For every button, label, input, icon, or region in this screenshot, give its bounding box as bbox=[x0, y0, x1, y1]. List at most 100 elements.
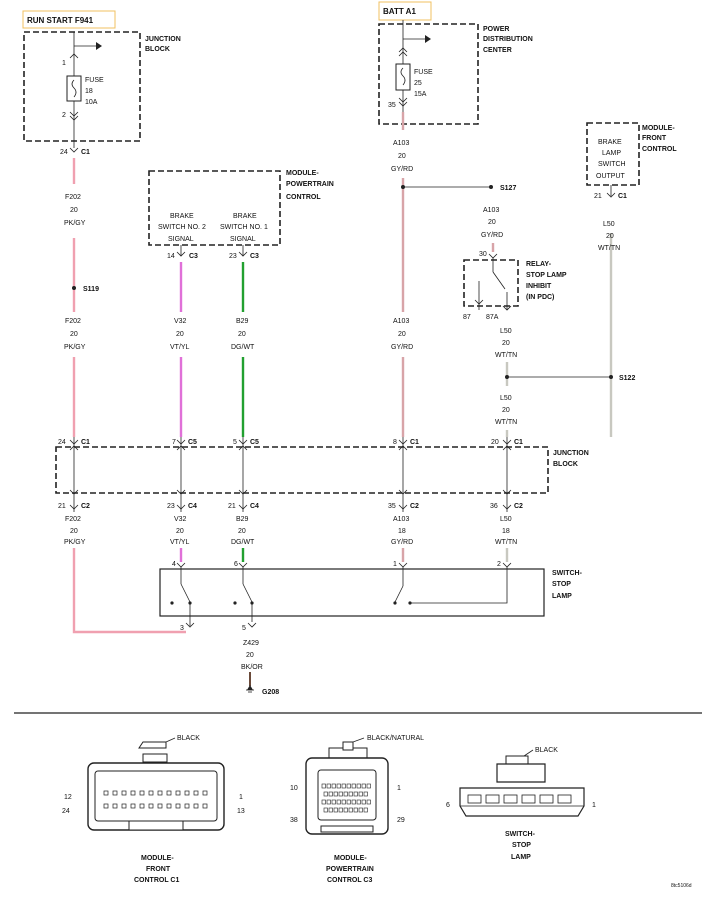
svg-text:24: 24 bbox=[60, 149, 68, 156]
svg-text:C5: C5 bbox=[250, 439, 259, 446]
svg-text:20: 20 bbox=[70, 331, 78, 338]
svg-text:LAMP: LAMP bbox=[511, 854, 531, 861]
svg-text:MODULE-: MODULE- bbox=[334, 855, 367, 862]
svg-text:2: 2 bbox=[62, 112, 66, 119]
svg-text:SWITCH NO. 1: SWITCH NO. 1 bbox=[220, 224, 268, 231]
relay-stop-lamp-inhibit: RELAY- STOP LAMP INHIBIT (IN PDC) 30 87 … bbox=[463, 251, 567, 321]
svg-text:PK/GY: PK/GY bbox=[64, 344, 86, 351]
wire-label-l50-a: L50 20 WT/TN bbox=[598, 221, 620, 252]
svg-text:23: 23 bbox=[229, 253, 237, 260]
svg-text:38: 38 bbox=[290, 817, 298, 824]
svg-text:PK/GY: PK/GY bbox=[64, 220, 86, 227]
svg-text:FRONT: FRONT bbox=[146, 866, 171, 873]
svg-text:WT/TN: WT/TN bbox=[495, 539, 517, 546]
svg-text:CENTER: CENTER bbox=[483, 47, 512, 54]
svg-text:30: 30 bbox=[479, 251, 487, 258]
svg-text:87: 87 bbox=[463, 314, 471, 321]
svg-text:BRAKE: BRAKE bbox=[598, 139, 622, 146]
svg-text:24: 24 bbox=[62, 808, 70, 815]
svg-text:VT/YL: VT/YL bbox=[170, 539, 190, 546]
arrow-icon bbox=[96, 42, 102, 50]
source-run-start: RUN START F941 bbox=[22, 10, 116, 29]
wire-label-v32-b: V32 20 VT/YL bbox=[170, 516, 190, 546]
wire-label-b29-a: B29 20 DG/WT bbox=[231, 318, 255, 351]
svg-text:20: 20 bbox=[238, 528, 246, 535]
svg-text:GY/RD: GY/RD bbox=[391, 539, 413, 546]
svg-text:1: 1 bbox=[393, 561, 397, 568]
svg-text:20: 20 bbox=[606, 233, 614, 240]
wire-label-l50-d: L50 18 WT/TN bbox=[495, 516, 517, 546]
svg-text:CONTROL C3: CONTROL C3 bbox=[327, 877, 372, 884]
svg-text:1: 1 bbox=[397, 785, 401, 792]
svg-text:15A: 15A bbox=[414, 91, 427, 98]
splice-s119: S119 bbox=[72, 286, 99, 293]
svg-text:WT/TN: WT/TN bbox=[495, 352, 517, 359]
wire-label-f202-c: F202 20 PK/GY bbox=[64, 516, 86, 546]
svg-text:S127: S127 bbox=[500, 185, 516, 192]
svg-text:F202: F202 bbox=[65, 318, 81, 325]
svg-text:V32: V32 bbox=[174, 318, 187, 325]
svg-text:B29: B29 bbox=[236, 318, 249, 325]
svg-text:LAMP: LAMP bbox=[552, 593, 572, 600]
svg-text:21: 21 bbox=[58, 503, 66, 510]
svg-text:PK/GY: PK/GY bbox=[64, 539, 86, 546]
svg-text:20: 20 bbox=[398, 331, 406, 338]
svg-text:B29: B29 bbox=[236, 516, 249, 523]
svg-text:BRAKE: BRAKE bbox=[170, 213, 194, 220]
svg-text:BK/OR: BK/OR bbox=[241, 664, 263, 671]
svg-text:F202: F202 bbox=[65, 516, 81, 523]
svg-text:VT/YL: VT/YL bbox=[170, 344, 190, 351]
svg-text:BLACK/NATURAL: BLACK/NATURAL bbox=[367, 735, 424, 742]
wire-label-z429: Z429 20 BK/OR bbox=[241, 640, 263, 671]
svg-text:C3: C3 bbox=[189, 253, 198, 260]
svg-text:S119: S119 bbox=[83, 286, 99, 293]
svg-text:20: 20 bbox=[70, 528, 78, 535]
figure-id: 8tc5106d bbox=[671, 883, 692, 889]
wire-label-f202-a: F202 20 PK/GY bbox=[64, 194, 86, 227]
svg-text:INHIBIT: INHIBIT bbox=[526, 283, 552, 290]
arrow-icon bbox=[425, 35, 431, 43]
svg-text:SWITCH: SWITCH bbox=[598, 161, 626, 168]
svg-text:SWITCH-: SWITCH- bbox=[552, 570, 583, 577]
wire-f202 bbox=[72, 158, 186, 634]
svg-text:20: 20 bbox=[176, 528, 184, 535]
svg-text:BRAKE: BRAKE bbox=[233, 213, 257, 220]
svg-text:SIGNAL: SIGNAL bbox=[230, 236, 256, 243]
svg-text:4: 4 bbox=[172, 561, 176, 568]
svg-text:13: 13 bbox=[237, 808, 245, 815]
svg-text:C2: C2 bbox=[514, 503, 523, 510]
svg-text:20: 20 bbox=[70, 207, 78, 214]
svg-text:STOP: STOP bbox=[552, 581, 571, 588]
svg-text:C1: C1 bbox=[81, 439, 90, 446]
svg-text:F202: F202 bbox=[65, 194, 81, 201]
svg-text:6: 6 bbox=[446, 802, 450, 809]
svg-text:BLACK: BLACK bbox=[535, 747, 558, 754]
svg-text:S122: S122 bbox=[619, 375, 635, 382]
module-front-control-top: MODULE- FRONT CONTROL BRAKE LAMP SWITCH … bbox=[586, 122, 677, 200]
svg-text:MODULE-: MODULE- bbox=[141, 855, 174, 862]
svg-text:GY/RD: GY/RD bbox=[391, 166, 413, 173]
svg-text:A103: A103 bbox=[483, 207, 499, 214]
module-powertrain-control: MODULE- POWERTRAIN CONTROL BRAKE SWITCH … bbox=[148, 170, 334, 260]
svg-text:14: 14 bbox=[167, 253, 175, 260]
svg-text:V32: V32 bbox=[174, 516, 187, 523]
svg-text:POWERTRAIN: POWERTRAIN bbox=[326, 866, 374, 873]
svg-text:24: 24 bbox=[58, 439, 66, 446]
svg-text:SWITCH NO. 2: SWITCH NO. 2 bbox=[158, 224, 206, 231]
svg-text:C1: C1 bbox=[514, 439, 523, 446]
svg-text:18: 18 bbox=[398, 528, 406, 535]
junction-block-top: JUNCTION BLOCK 1 FUSE 18 10A 2 24 C1 bbox=[23, 31, 181, 156]
svg-text:18: 18 bbox=[502, 528, 510, 535]
source-batt: BATT A1 bbox=[378, 1, 432, 21]
svg-text:20: 20 bbox=[488, 219, 496, 226]
svg-text:JUNCTION: JUNCTION bbox=[145, 36, 181, 43]
run-start-label: RUN START F941 bbox=[27, 16, 94, 25]
svg-text:(IN PDC): (IN PDC) bbox=[526, 294, 554, 301]
svg-text:L50: L50 bbox=[603, 221, 615, 228]
svg-text:SIGNAL: SIGNAL bbox=[168, 236, 194, 243]
svg-text:20: 20 bbox=[176, 331, 184, 338]
svg-text:L50: L50 bbox=[500, 395, 512, 402]
svg-text:87A: 87A bbox=[486, 314, 499, 321]
svg-text:A103: A103 bbox=[393, 318, 409, 325]
svg-text:STOP LAMP: STOP LAMP bbox=[526, 272, 567, 279]
